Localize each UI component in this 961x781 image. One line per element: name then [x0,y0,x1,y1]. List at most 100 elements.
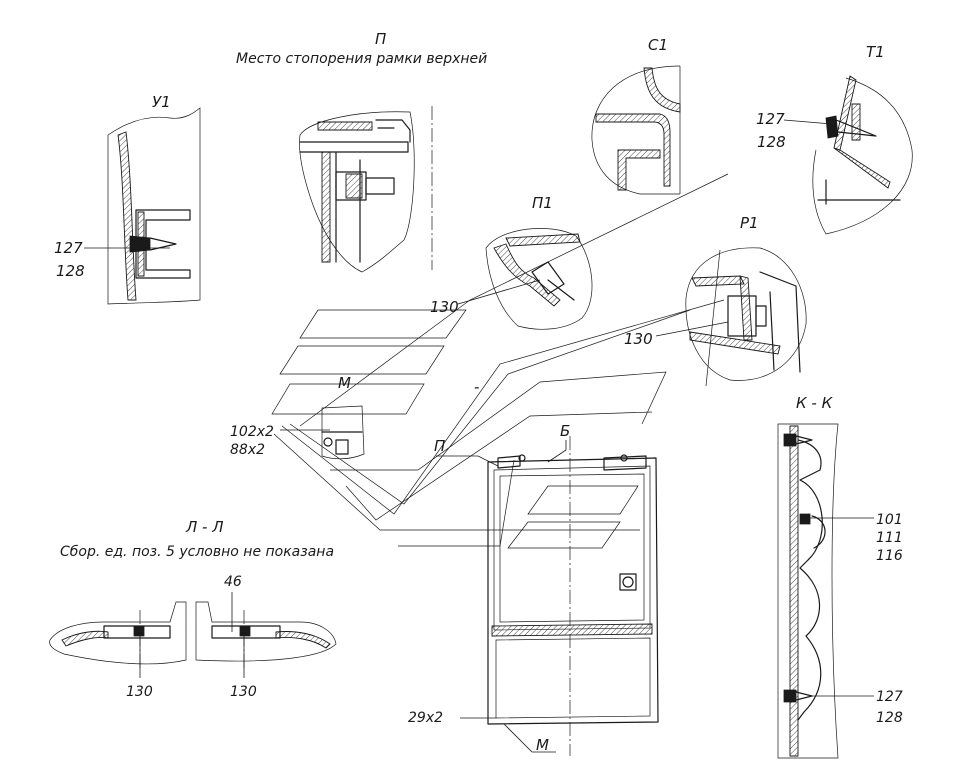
view-p1-skin-section [493,243,561,307]
view-p1-nut [531,261,565,295]
view-p-nut-block [335,171,367,201]
perspective-outline-c [330,371,667,521]
strip-5 [507,521,621,549]
view-u1-callout-127: 127 [54,239,83,257]
view-ll-right-outline [195,601,337,662]
view-t1-screw-head [825,115,839,139]
door-window-glass [499,473,645,623]
view-r1-leader [655,321,729,337]
view-p-subtitle: Место стопорения рамки верхней [236,51,487,67]
view-kk-callout-101: 101 [876,512,903,528]
main-label-m: М [536,736,549,754]
view-c1-bracket [617,149,661,191]
view-u1-panel-section [117,131,137,301]
main-leader-m [503,723,556,753]
view-ll-left-skin [61,630,109,647]
strip-3 [271,383,425,415]
view-r1-lower-skin [689,331,781,355]
perspective-outline-d [398,249,721,547]
view-t1-screw-shank [835,119,877,137]
view-p1-break-outline [485,228,593,330]
view-p-frame-lines [335,151,361,263]
view-kk-screw-mid [799,513,811,525]
view-kk-screw-top [783,433,797,447]
view-ll-fasteners [133,625,251,637]
view-kk-outline [777,423,839,759]
view-u1-profile [135,209,191,279]
view-t1-callout-127: 127 [756,110,785,128]
main-label-p: П [434,437,445,455]
view-u1-break-outline [107,107,201,305]
door-top-bolt-right [620,454,628,462]
view-p1-bolt [547,279,575,301]
view-t1-break-outline [812,77,913,235]
view-m-callout-88: 88x2 [230,442,265,458]
main-dash-mark: - [474,378,479,396]
view-p1-callout-130: 130 [430,298,459,316]
view-p1-title: П1 [532,194,553,212]
view-p-latch [375,119,411,143]
view-ll-subtitle: Сбор. ед. поз. 5 условно не показана [60,544,334,560]
perspective-outline-a [273,173,729,531]
view-m-bracket [321,431,363,455]
view-t1-base-lines [817,179,901,205]
main-leader-p [436,455,499,467]
view-kk: К - К 101 111 116 127 128 [777,394,903,759]
view-p-nut-section [345,173,363,199]
main-door-view: П Б 29x2 М [408,422,659,756]
view-kk-callout-127: 127 [876,689,903,705]
view-r1: Р1 130 [624,214,807,381]
view-p-frame-wall [321,151,331,263]
view-t1-profile [851,103,861,141]
door-top-bolt-left [518,454,526,462]
view-ll-left-outline [49,601,187,665]
view-p1-leader [457,279,541,305]
perspective-strips: - [271,173,729,549]
main-label-b: Б [560,422,570,440]
view-p-break-outline [299,111,415,273]
door-handle-plate [619,573,637,591]
view-r1-break-outline [685,247,807,381]
view-kk-title: К - К [796,394,834,412]
view-u1: У1 127 128 [54,93,201,305]
view-r1-block [727,295,757,337]
view-ll-callout-46: 46 [224,574,242,590]
view-u1-callout-128: 128 [56,262,85,280]
main-leader-b [547,440,567,463]
strip-1 [299,309,467,339]
view-kk-callout-116: 116 [876,548,903,564]
view-kk-screw-bottom [783,689,797,703]
view-p1-upper-skin [505,233,581,247]
view-kk-skin-wall [789,425,799,757]
view-kk-profile [797,439,823,721]
view-t1-skin-fold [833,147,891,189]
view-c1: С1 [591,36,681,195]
door-handle-lock [622,576,634,588]
view-p1: П1 130 [430,194,593,330]
strip-4 [527,485,639,515]
view-ll: Л - Л Сбор. ед. поз. 5 условно не показа… [49,518,337,700]
view-u1-screw-head [129,235,151,253]
view-kk-hook [811,515,826,549]
main-callout-29x2: 29x2 [408,710,443,726]
strip-2 [279,345,445,375]
view-r1-skin-wall [739,275,753,341]
view-p-top-rail [317,121,373,131]
view-t1-callout-128: 128 [757,133,786,151]
door-top-brackets [497,455,647,471]
view-m-callout-102: 102x2 [230,424,274,440]
view-m: М 102x2 88x2 [230,374,365,460]
door-lower-panel [495,637,651,719]
view-p-upper-frame [299,141,409,153]
view-ll-callout-left: 130 [126,684,153,700]
view-c1-title: С1 [648,36,668,54]
view-kk-callout-111: 111 [876,530,903,546]
view-m-outline [321,405,365,460]
view-u1-title: У1 [152,93,171,111]
view-p-bolt [365,177,395,195]
view-m-title: М [338,374,351,392]
view-r1-upper-skin [691,275,745,287]
view-r1-title: Р1 [740,214,759,232]
